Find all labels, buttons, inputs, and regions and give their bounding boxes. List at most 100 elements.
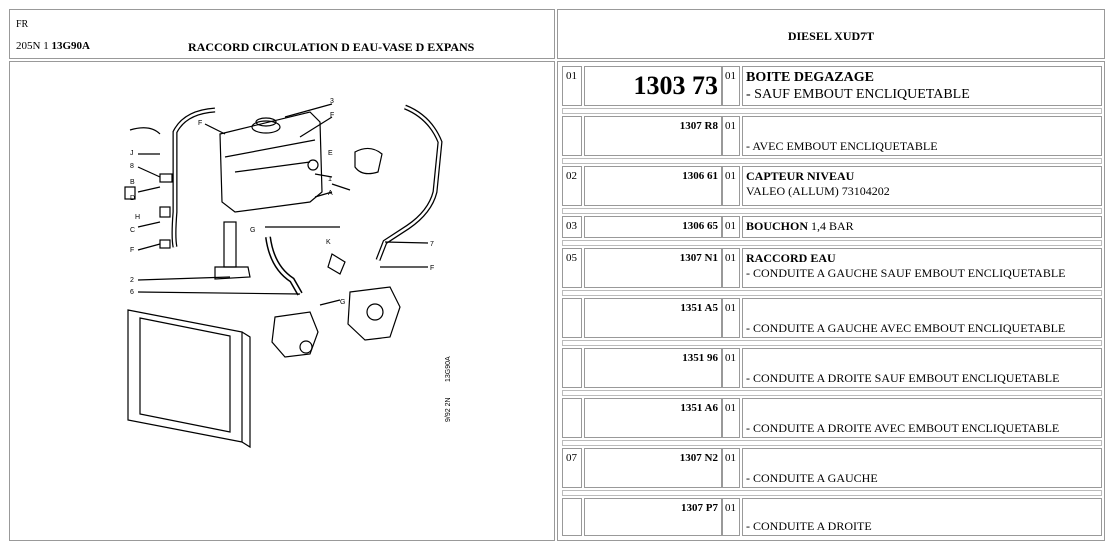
- part-quantity: 01: [722, 248, 740, 288]
- callout-label: G: [250, 227, 255, 234]
- part-rep: 07: [562, 448, 582, 488]
- row-separator: [562, 290, 1102, 296]
- header-left-panel: FR 205N 1 13G90A RACCORD CIRCULATION D E…: [9, 9, 555, 59]
- row-separator: [562, 340, 1102, 346]
- callout-label: F: [330, 112, 334, 119]
- callout-label: 8: [130, 163, 134, 170]
- part-subtitle: - AVEC EMBOUT ENCLIQUETABLE: [746, 139, 938, 153]
- part-rep: 05: [562, 248, 582, 288]
- part-subtitle: - CONDUITE A GAUCHE SAUF EMBOUT ENCLIQUE…: [746, 266, 1066, 280]
- row-separator: [562, 208, 1102, 214]
- callout-label: 2: [130, 277, 134, 284]
- vehicle-code: 13G90A: [51, 40, 90, 52]
- part-reference[interactable]: 1351 A5: [584, 298, 722, 338]
- part-title: BOUCHON: [746, 219, 809, 233]
- part-row: 1307 R8 01 - AVEC EMBOUT ENCLIQUETABLE: [562, 116, 1102, 156]
- part-row: 05 1307 N1 01 RACCORD EAU - CONDUITE A G…: [562, 248, 1102, 288]
- part-rep: [562, 348, 582, 388]
- part-reference[interactable]: 1306 61: [584, 166, 722, 206]
- exploded-diagram: 3 F F J 1 E 8 B D A H C F K 7 F 2 6 G G …: [9, 61, 555, 541]
- country-code: FR: [16, 19, 29, 30]
- part-reference[interactable]: 1307 N2: [584, 448, 722, 488]
- part-reference[interactable]: 1303 73: [584, 66, 722, 106]
- part-quantity: 01: [722, 448, 740, 488]
- diagram-code-vertical: 13G90A: [445, 356, 452, 382]
- part-title-extra: 1,4 BAR: [808, 219, 854, 233]
- part-row: 03 1306 65 01 BOUCHON 1,4 BAR: [562, 216, 1102, 238]
- part-quantity: 01: [722, 398, 740, 438]
- part-quantity: 01: [722, 216, 740, 238]
- part-description: RACCORD EAU - CONDUITE A GAUCHE SAUF EMB…: [742, 248, 1102, 288]
- part-row: 02 1306 61 01 CAPTEUR NIVEAU VALEO (ALLU…: [562, 166, 1102, 206]
- part-description: BOITE DEGAZAGE - SAUF EMBOUT ENCLIQUETAB…: [742, 66, 1102, 106]
- part-rep: [562, 398, 582, 438]
- callout-label: F: [130, 247, 134, 254]
- part-description: - CONDUITE A DROITE SAUF EMBOUT ENCLIQUE…: [742, 348, 1102, 388]
- part-quantity: 01: [722, 166, 740, 206]
- part-subtitle: - CONDUITE A DROITE SAUF EMBOUT ENCLIQUE…: [746, 371, 1060, 385]
- part-subtitle: - CONDUITE A GAUCHE: [746, 471, 878, 485]
- part-title: CAPTEUR NIVEAU: [746, 169, 855, 183]
- row-separator: [562, 490, 1102, 496]
- part-reference[interactable]: 1351 A6: [584, 398, 722, 438]
- callout-label: B: [130, 179, 135, 186]
- part-title: RACCORD EAU: [746, 251, 836, 265]
- callout-label: F: [430, 265, 434, 272]
- diagram-date-vertical: 9/92 2N: [445, 397, 452, 422]
- part-subtitle: - CONDUITE A DROITE AVEC EMBOUT ENCLIQUE…: [746, 421, 1060, 435]
- part-reference[interactable]: 1307 R8: [584, 116, 722, 156]
- row-separator: [562, 240, 1102, 246]
- vehicle-model: 205N 1: [16, 40, 49, 52]
- part-subtitle: VALEO (ALLUM) 73104202: [746, 184, 890, 198]
- part-rep: [562, 298, 582, 338]
- parts-list: 01 1303 73 01 BOITE DEGAZAGE - SAUF EMBO…: [557, 61, 1105, 541]
- callout-label: C: [130, 227, 135, 234]
- part-rep: [562, 116, 582, 156]
- part-row: 1307 P7 01 - CONDUITE A DROITE: [562, 498, 1102, 536]
- page-title: RACCORD CIRCULATION D EAU-VASE D EXPANS: [188, 40, 475, 54]
- vehicle-info: 205N 1 13G90A: [16, 40, 90, 52]
- part-quantity: 01: [722, 66, 740, 106]
- part-description: - CONDUITE A DROITE AVEC EMBOUT ENCLIQUE…: [742, 398, 1102, 438]
- callout-label: H: [135, 214, 140, 221]
- part-description: - CONDUITE A GAUCHE AVEC EMBOUT ENCLIQUE…: [742, 298, 1102, 338]
- part-reference[interactable]: 1306 65: [584, 216, 722, 238]
- callout-label: E: [328, 150, 333, 157]
- part-quantity: 01: [722, 116, 740, 156]
- callout-label: 6: [130, 289, 134, 296]
- part-title: BOITE DEGAZAGE: [746, 70, 874, 85]
- part-subtitle: - CONDUITE A GAUCHE AVEC EMBOUT ENCLIQUE…: [746, 321, 1066, 335]
- part-quantity: 01: [722, 298, 740, 338]
- callout-label: 1: [328, 176, 332, 183]
- row-separator: [562, 158, 1102, 164]
- row-separator: [562, 108, 1102, 114]
- part-rep: 02: [562, 166, 582, 206]
- callout-label: A: [328, 190, 333, 197]
- callout-label: K: [326, 239, 331, 246]
- part-reference[interactable]: 1307 P7: [584, 498, 722, 536]
- part-description: - AVEC EMBOUT ENCLIQUETABLE: [742, 116, 1102, 156]
- part-rep: [562, 498, 582, 536]
- callout-label: J: [130, 150, 134, 157]
- part-subtitle: - SAUF EMBOUT ENCLIQUETABLE: [746, 87, 970, 102]
- part-reference[interactable]: 1307 N1: [584, 248, 722, 288]
- callout-label: D: [130, 195, 135, 202]
- part-reference[interactable]: 1351 96: [584, 348, 722, 388]
- callout-label: F: [198, 120, 202, 127]
- part-description: CAPTEUR NIVEAU VALEO (ALLUM) 73104202: [742, 166, 1102, 206]
- part-row: 1351 A6 01 - CONDUITE A DROITE AVEC EMBO…: [562, 398, 1102, 438]
- part-row: 01 1303 73 01 BOITE DEGAZAGE - SAUF EMBO…: [562, 66, 1102, 106]
- engine-label: DIESEL XUD7T: [787, 29, 875, 43]
- part-description: - CONDUITE A GAUCHE: [742, 448, 1102, 488]
- part-quantity: 01: [722, 348, 740, 388]
- callout-label: 7: [430, 241, 434, 248]
- part-rep: 03: [562, 216, 582, 238]
- part-quantity: 01: [722, 498, 740, 536]
- row-separator: [562, 390, 1102, 396]
- part-description: BOUCHON 1,4 BAR: [742, 216, 1102, 238]
- callout-label: G: [340, 299, 345, 306]
- part-row: 1351 96 01 - CONDUITE A DROITE SAUF EMBO…: [562, 348, 1102, 388]
- part-row: 1351 A5 01 - CONDUITE A GAUCHE AVEC EMBO…: [562, 298, 1102, 338]
- part-rep: 01: [562, 66, 582, 106]
- diagram-drawing: 3 F F J 1 E 8 B D A H C F K 7 F 2 6 G G …: [124, 98, 452, 449]
